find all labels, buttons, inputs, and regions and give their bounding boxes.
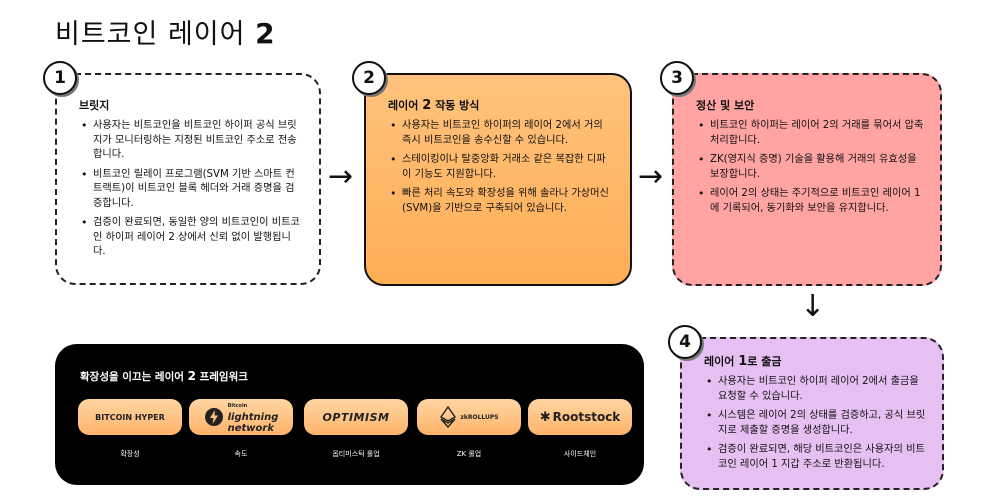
logo-caption: 속도 bbox=[234, 450, 248, 458]
bitcoin-hyper-logo: BITCOIN HYPER bbox=[78, 399, 182, 435]
step-list: 사용자는 비트코인 하이퍼의 레이어 2에서 거의 즉시 비트코인을 송수신할 … bbox=[388, 119, 614, 216]
list-item: 빠른 처리 속도와 확장성을 위해 솔라나 가상머신(SVM)을 기반으로 구축… bbox=[388, 187, 614, 216]
zk-rollups-logo: zkROLLUPS bbox=[417, 399, 521, 435]
list-item: 사용자는 비트코인 하이퍼의 레이어 2에서 거의 즉시 비트코인을 송수신할 … bbox=[388, 119, 614, 148]
list-item: 사용자는 비트코인을 비트코인 하이퍼 공식 브릿지가 모니터링하는 지정된 비… bbox=[79, 119, 303, 163]
step-heading: 레이어 2 작동 방식 bbox=[388, 98, 480, 113]
list-item: 사용자는 비트코인 하이퍼 레이어 2에서 출금을 요청할 수 있습니다. bbox=[704, 375, 926, 404]
step-heading: 브릿지 bbox=[79, 99, 110, 112]
lightning-bolt-icon bbox=[204, 408, 223, 426]
step-list: 비트코인 하이퍼는 레이어 2의 거래를 묶어서 압축 처리합니다. ZK(영지… bbox=[696, 119, 924, 216]
logo-caption: 확장성 bbox=[120, 450, 140, 458]
framework-heading: 확장성을 이끄는 레이어 2 프레임워크 bbox=[80, 369, 248, 383]
step-card-layer2-operation: 레이어 2 작동 방식 사용자는 비트코인 하이퍼의 레이어 2에서 거의 즉시… bbox=[364, 73, 632, 286]
ethereum-diamond-icon bbox=[440, 406, 457, 428]
arrow-down-icon: ↓ bbox=[800, 289, 826, 324]
rootstock-gear-icon: ✱ bbox=[539, 409, 551, 425]
list-item: 비트코인 하이퍼는 레이어 2의 거래를 묶어서 압축 처리합니다. bbox=[696, 119, 924, 148]
arrow-right-icon: → bbox=[638, 159, 664, 194]
step-card-withdraw-layer1: 레이어 1로 출금 사용자는 비트코인 하이퍼 레이어 2에서 출금을 요청할 … bbox=[680, 337, 944, 490]
list-item: ZK(영지식 증명) 기술을 활용해 거래의 유효성을 보장합니다. bbox=[696, 153, 924, 182]
arrow-right-icon: → bbox=[328, 159, 354, 194]
step-card-bridge: 브릿지 사용자는 비트코인을 비트코인 하이퍼 공식 브릿지가 모니터링하는 지… bbox=[55, 73, 321, 285]
list-item: 레이어 2의 상태는 주기적으로 비트코인 레이어 1에 기록되어, 동기화와 … bbox=[696, 187, 924, 216]
step-badge-1: 1 bbox=[43, 61, 77, 95]
list-item: 검증이 완료되면, 해당 비트코인은 사용자의 비트코인 레이어 1 지갑 주소… bbox=[704, 443, 926, 472]
optimism-logo: OPTIMISM bbox=[304, 399, 408, 435]
step-list: 사용자는 비트코인을 비트코인 하이퍼 공식 브릿지가 모니터링하는 지정된 비… bbox=[79, 119, 303, 260]
step-heading: 정산 및 보안 bbox=[696, 99, 755, 112]
step-badge-2: 2 bbox=[352, 61, 386, 95]
page-title: 비트코인 레이어 2 bbox=[55, 17, 276, 50]
logo-caption: 옵티미스틱 롤업 bbox=[332, 450, 380, 458]
step-badge-4: 4 bbox=[668, 325, 702, 359]
logo-caption: ZK 롤업 bbox=[456, 450, 482, 458]
step-badge-3: 3 bbox=[660, 61, 694, 95]
list-item: 비트코인 릴레이 프로그램(SVM 기반 스마트 컨트랙트)이 비트코인 블록 … bbox=[79, 168, 303, 212]
step-card-settlement-security: 정산 및 보안 비트코인 하이퍼는 레이어 2의 거래를 묶어서 압축 처리합니… bbox=[672, 73, 942, 286]
step-list: 사용자는 비트코인 하이퍼 레이어 2에서 출금을 요청할 수 있습니다. 시스… bbox=[704, 375, 926, 472]
rootstock-logo: ✱Rootstock bbox=[528, 399, 632, 435]
list-item: 검증이 완료되면, 동일한 양의 비트코인이 비트코인 하이퍼 레이어 2 상에… bbox=[79, 216, 303, 260]
title-number: 2 bbox=[255, 17, 276, 50]
step-heading: 레이어 1로 출금 bbox=[704, 354, 782, 369]
list-item: 스테이킹이나 탈중앙화 거래소 같은 복잡한 디파이 기능도 지원합니다. bbox=[388, 153, 614, 182]
list-item: 시스템은 레이어 2의 상태를 검증하고, 공식 브릿지로 제출할 증명을 생성… bbox=[704, 409, 926, 438]
logo-caption: 사이드체인 bbox=[563, 450, 597, 458]
